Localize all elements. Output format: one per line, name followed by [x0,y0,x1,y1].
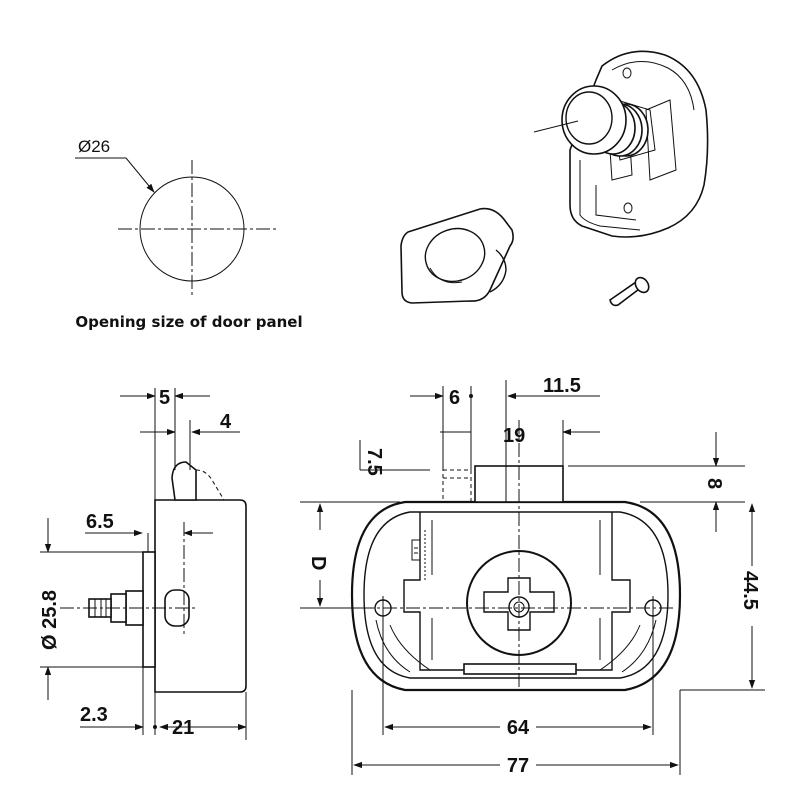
opening-diameter-label: Ø26 [78,137,110,156]
front-dim-8: 8 [703,478,725,489]
side-dim-dia-25-8: Ø 25.8 [39,590,61,650]
bezel-part [400,207,514,304]
side-body [154,499,247,693]
push-button-part [533,85,656,161]
front-view: 6 11.5 7.5 19 8 D 44.5 [300,375,766,777]
opening-diameter-leader [75,157,155,193]
side-dim-4: 4 [220,411,232,433]
side-dim-6-5: 6.5 [86,511,114,533]
opening-caption: Opening size of door panel [75,313,302,331]
front-dim-7-5: 7.5 [363,448,385,476]
opening-size-view: Ø26 Opening size of door panel [75,137,303,331]
front-dim-44-5: 44.5 [739,571,761,610]
exploded-3d-view [400,50,709,307]
front-dim-D: D [307,556,329,570]
front-dim-11-5: 11.5 [543,375,581,397]
front-dim-19: 19 [503,425,525,447]
side-dim-5: 5 [159,387,170,409]
side-view: 5 4 6.5 Ø 25.8 2.3 21 [39,387,247,740]
front-dim-77: 77 [507,755,529,777]
screw-part [609,276,650,307]
side-dim-2-3: 2.3 [80,704,108,726]
front-dim-64: 64 [507,717,530,739]
side-panel-plate [142,551,156,668]
front-dim-6: 6 [449,387,460,409]
side-dim-21: 21 [172,717,194,739]
